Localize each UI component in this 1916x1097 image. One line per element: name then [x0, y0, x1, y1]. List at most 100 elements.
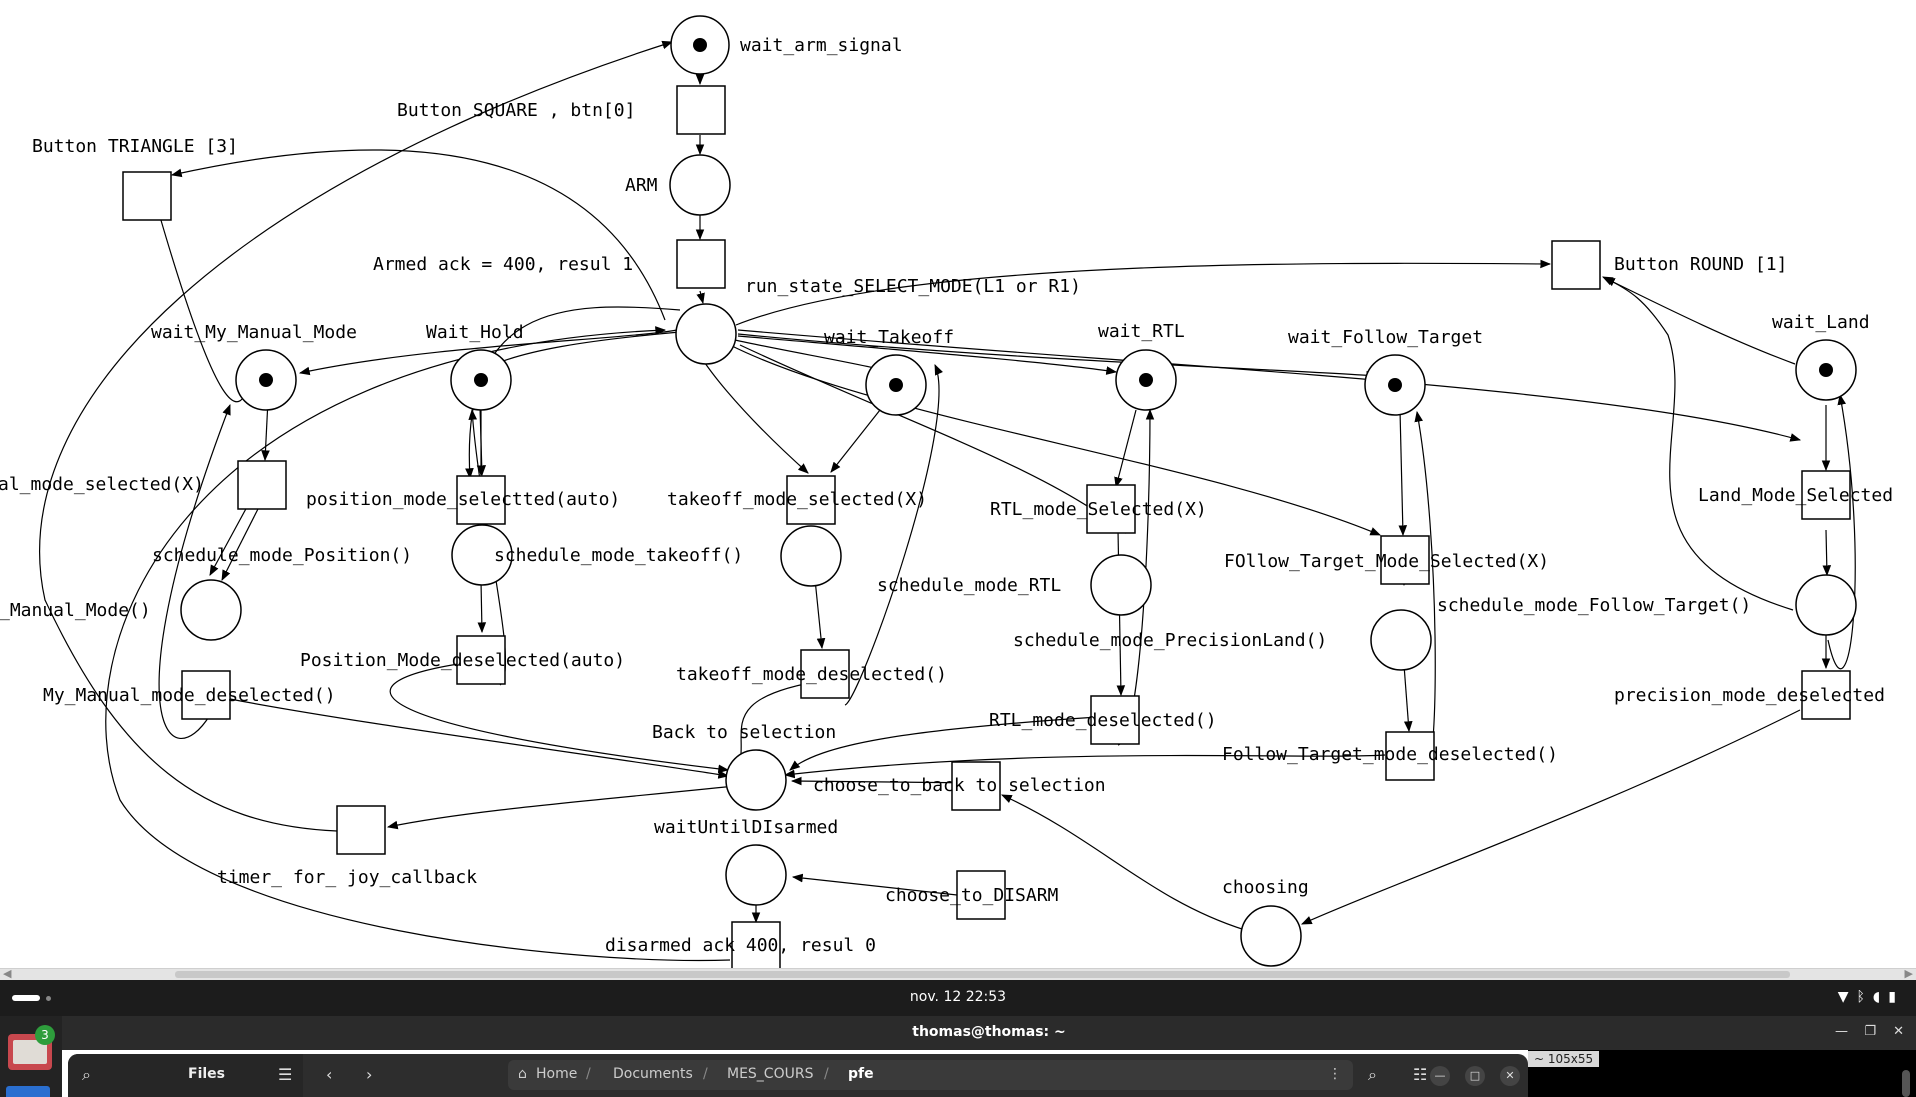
breadcrumb: ⌂ Home / Documents / MES_COURS / pfe ⋮: [508, 1060, 1353, 1090]
transition-land-selected[interactable]: [1801, 470, 1851, 520]
transition-position-deselected[interactable]: [456, 635, 506, 685]
place-schedule-rtl[interactable]: [1090, 554, 1152, 616]
terminal-scrollbar[interactable]: [1902, 1070, 1910, 1097]
place-choosing[interactable]: [1240, 905, 1302, 967]
label-disarmed-ack: disarmed ack 400, resul 0: [605, 935, 876, 956]
label-wait-follow-target: wait_Follow_Target: [1288, 327, 1483, 348]
breadcrumb-separator: /: [586, 1066, 591, 1082]
place-schedule-manual[interactable]: [180, 579, 242, 641]
transition-button-square[interactable]: [676, 85, 726, 135]
system-tray[interactable]: ▼ᛒ◖▮: [1838, 989, 1904, 1005]
battery-icon: ▮: [1888, 989, 1904, 1005]
scroll-left-icon[interactable]: ◀: [3, 967, 12, 980]
transition-precision-deselected[interactable]: [1801, 670, 1851, 720]
minimize-icon[interactable]: —: [1835, 1024, 1848, 1039]
label-wait-my-manual-mode: wait_My_Manual_Mode: [151, 322, 357, 343]
breadcrumb-pfe[interactable]: pfe: [848, 1066, 874, 1082]
place-back-to-selection[interactable]: [725, 749, 787, 811]
transition-button-round[interactable]: [1551, 240, 1601, 290]
home-icon: ⌂: [518, 1066, 527, 1082]
place-schedule-precision-land[interactable]: [1795, 574, 1857, 636]
transition-disarmed-ack[interactable]: [731, 921, 781, 968]
files-minimize-icon[interactable]: —: [1430, 1066, 1450, 1086]
close-icon[interactable]: ✕: [1893, 1024, 1904, 1039]
horizontal-scrollbar[interactable]: ◀ ▶: [0, 967, 1916, 980]
menu-icon[interactable]: ☰: [278, 1065, 293, 1084]
transition-position-selected[interactable]: [456, 475, 506, 525]
transition-follow-target-deselected[interactable]: [1385, 731, 1435, 781]
workspace-dot[interactable]: [46, 996, 51, 1001]
label-schedule-rtl: schedule_mode_RTL: [877, 575, 1061, 596]
transition-rtl-selected[interactable]: [1086, 484, 1136, 534]
files-maximize-icon[interactable]: □: [1465, 1066, 1485, 1086]
diagram-canvas[interactable]: wait_arm_signal Button SQUARE , btn[0] A…: [0, 0, 1916, 968]
token-wait-arm-signal: [693, 38, 707, 52]
label-choose-back-to-selection: choose_to_back to selection: [813, 775, 1106, 796]
label-schedule-follow-target: schedule_mode_PrecisionLand(): [1013, 630, 1327, 651]
back-icon[interactable]: ‹: [326, 1065, 333, 1084]
label-schedule-position: schedule_mode_Position(): [152, 545, 412, 566]
label-wait-land: wait_Land: [1772, 312, 1870, 333]
place-arm[interactable]: [669, 154, 731, 216]
files-window: ⌕ Files ☰ ‹ › ⌂ Home / Documents / MES_C…: [68, 1054, 1528, 1097]
terminal-title: thomas@thomas: ~: [912, 1024, 1066, 1040]
dock-app-icon[interactable]: [6, 1086, 50, 1097]
search-files-icon[interactable]: ⌕: [1368, 1065, 1377, 1084]
place-schedule-position[interactable]: [451, 524, 513, 586]
label-manual-selected: al_mode_selected(X): [0, 474, 204, 495]
transition-choose-back-to-selection[interactable]: [951, 761, 1001, 811]
transition-rtl-deselected[interactable]: [1090, 695, 1140, 745]
label-schedule-manual: _Manual_Mode(): [0, 600, 151, 621]
transition-choose-disarm[interactable]: [956, 870, 1006, 920]
files-sidebar-header: [68, 1054, 303, 1097]
label-follow-target-selected: FOllow_Target_Mode_Selected(X): [1224, 551, 1549, 572]
volume-icon: ◖: [1872, 989, 1889, 1005]
place-wait-until-disarmed[interactable]: [725, 844, 787, 906]
maximize-icon[interactable]: ❐: [1864, 1024, 1876, 1039]
view-list-icon[interactable]: ☷: [1413, 1065, 1428, 1084]
terminal-size-tooltip: ~ 105x55: [1528, 1051, 1600, 1067]
activities-indicator[interactable]: [12, 995, 40, 1001]
clock[interactable]: nov. 12 22:53: [909, 989, 1007, 1005]
label-button-triangle: Button TRIANGLE [3]: [32, 136, 238, 157]
transition-button-triangle[interactable]: [122, 171, 172, 221]
label-schedule-precision-land: schedule_mode_Follow_Target(): [1437, 595, 1751, 616]
label-button-square: Button SQUARE , btn[0]: [397, 100, 635, 121]
terminal-titlebar[interactable]: thomas@thomas: ~ — ❐ ✕: [62, 1016, 1916, 1050]
transition-takeoff-deselected[interactable]: [800, 649, 850, 699]
label-wait-hold: Wait_Hold: [426, 322, 524, 343]
transition-takeoff-selected[interactable]: [786, 475, 836, 525]
breadcrumb-documents[interactable]: Documents: [613, 1066, 693, 1082]
breadcrumb-separator: /: [703, 1066, 708, 1082]
transition-timer-joy-callback[interactable]: [336, 805, 386, 855]
transition-manual-deselected[interactable]: [181, 670, 231, 720]
label-position-deselected: Position_Mode_deselected(auto): [300, 650, 625, 671]
place-run-state-select-mode[interactable]: [675, 303, 737, 365]
scroll-right-icon[interactable]: ▶: [1904, 967, 1913, 980]
transition-follow-target-selected[interactable]: [1380, 535, 1430, 585]
label-wait-rtl: wait_RTL: [1098, 321, 1185, 342]
forward-icon[interactable]: ›: [366, 1065, 373, 1084]
search-icon[interactable]: ⌕: [82, 1065, 91, 1084]
tokens: [259, 38, 1833, 392]
place-schedule-follow-target[interactable]: [1370, 609, 1432, 671]
label-choose-disarm: choose_to_DISARM: [885, 885, 1059, 906]
label-manual-deselected: My_Manual_mode_deselected(): [43, 685, 336, 706]
token-wait-hold: [474, 373, 488, 387]
label-timer-joy-callback: timer_ for_ joy_callback: [217, 867, 477, 888]
breadcrumb-mes-cours[interactable]: MES_COURS: [727, 1066, 814, 1082]
label-armed-ack: Armed ack = 400, resul 1: [373, 254, 633, 275]
breadcrumb-separator: /: [824, 1066, 829, 1082]
label-follow-target-deselected: Follow_Target_mode_deselected(): [1222, 744, 1558, 765]
files-close-icon[interactable]: ✕: [1500, 1066, 1520, 1086]
wifi-icon: ▼: [1837, 989, 1857, 1005]
transition-armed-ack[interactable]: [676, 239, 726, 289]
system-top-bar: nov. 12 22:53 ▼ᛒ◖▮: [0, 980, 1916, 1016]
terminal-content[interactable]: ~ 105x55: [1528, 1050, 1916, 1097]
scrollbar-thumb[interactable]: [175, 971, 1790, 978]
path-menu-icon[interactable]: ⋮: [1328, 1066, 1342, 1082]
transition-manual-selected[interactable]: [237, 460, 287, 510]
breadcrumb-home[interactable]: Home: [536, 1066, 578, 1082]
label-takeoff-deselected: takeoff_mode_deselected(): [676, 664, 947, 685]
place-schedule-takeoff[interactable]: [780, 525, 842, 587]
